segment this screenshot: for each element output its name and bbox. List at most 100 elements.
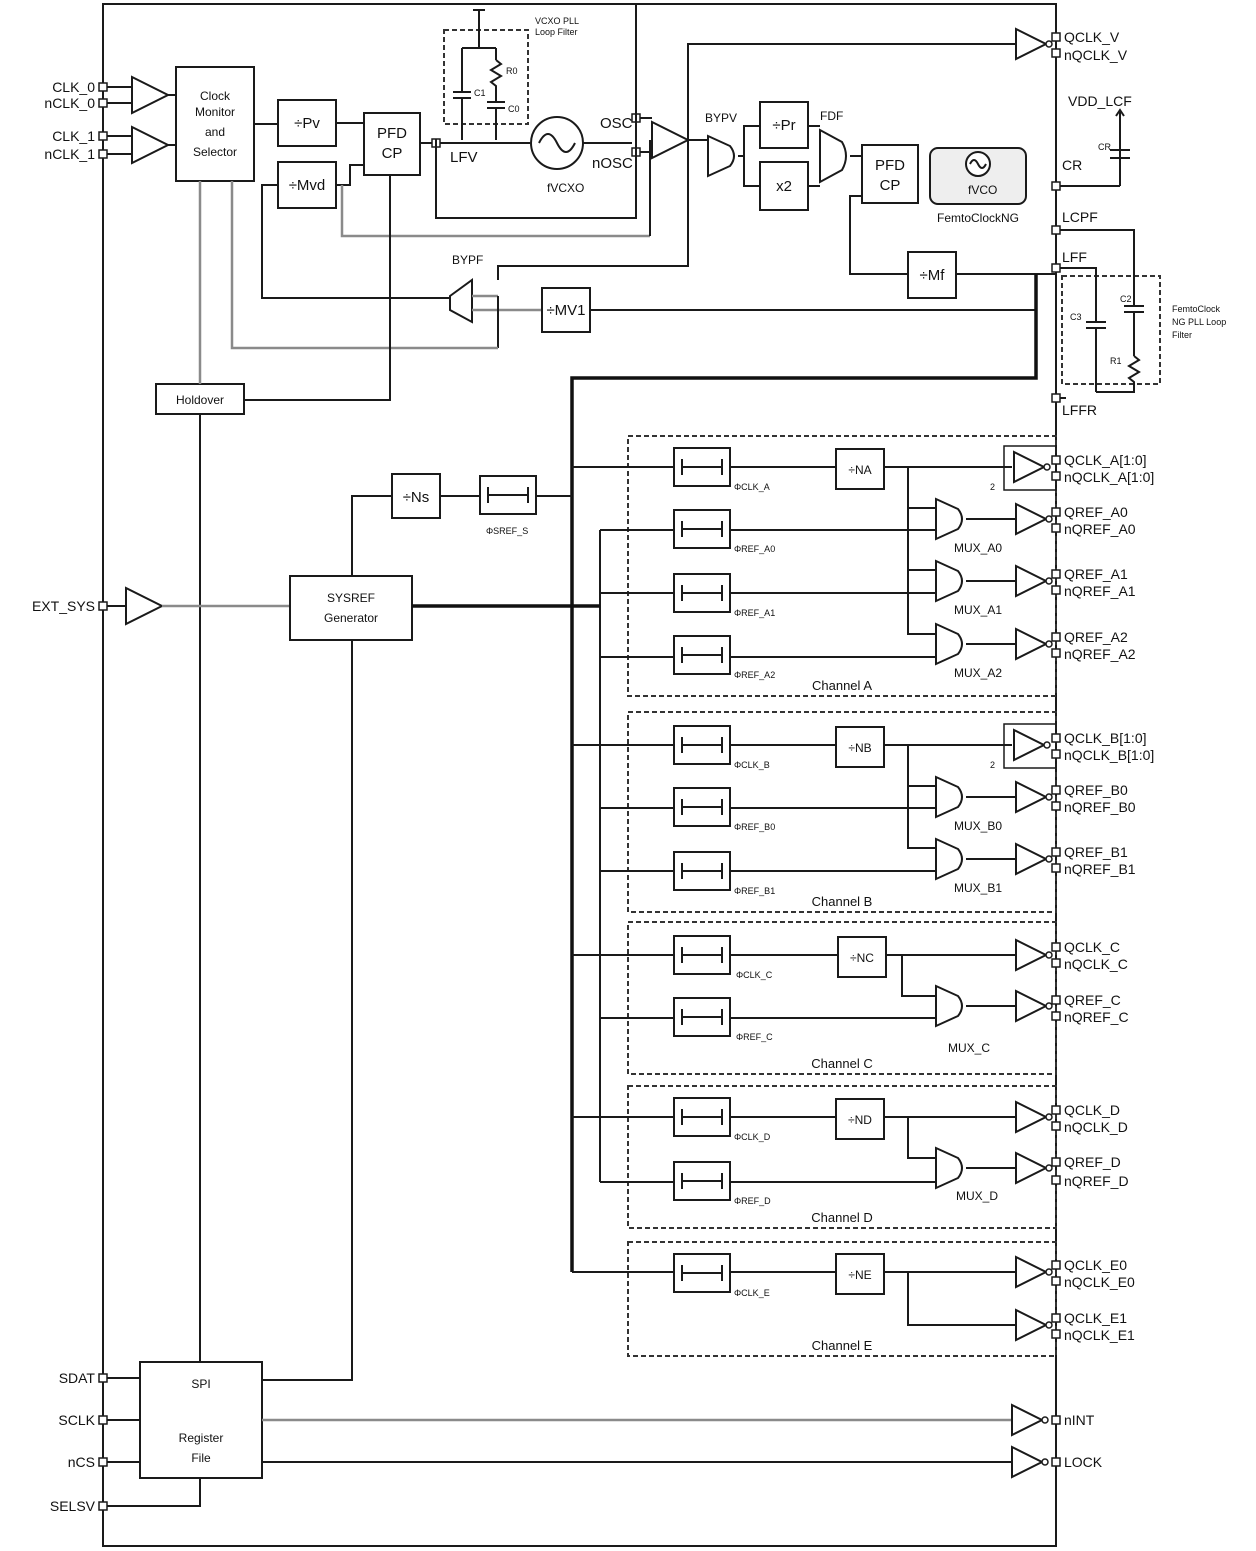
svg-text:nQREF_B1: nQREF_B1 — [1064, 861, 1136, 877]
channel-c-outputs: QCLK_C nQCLK_C QREF_C nQREF_C — [1015, 939, 1129, 1025]
svg-text:QCLK_E0: QCLK_E0 — [1064, 1257, 1127, 1273]
lfv-label: LFV — [450, 149, 478, 166]
clock-monitor-block: Clock Monitor and Selector — [175, 66, 255, 182]
svg-text:QCLK_D: QCLK_D — [1064, 1102, 1120, 1118]
svg-text:MUX_A1: MUX_A1 — [954, 603, 1002, 617]
svg-text:nQCLK_B[1:0]: nQCLK_B[1:0] — [1064, 747, 1154, 763]
svg-text:QREF_A1: QREF_A1 — [1064, 566, 1128, 582]
channel-a: Channel A ΦCLK_A ΦREF_A0 ΦREF_A1 ΦREF_A2… — [572, 435, 1057, 697]
svg-text:Loop Filter: Loop Filter — [535, 27, 578, 37]
clock-inputs: CLK_0 nCLK_0 CLK_1 nCLK_1 — [44, 76, 176, 164]
svg-text:ΦREF_D: ΦREF_D — [734, 1196, 771, 1206]
svg-text:ΦREF_B0: ΦREF_B0 — [734, 822, 775, 832]
svg-text:nQCLK_C: nQCLK_C — [1064, 956, 1128, 972]
channel-e-outputs: QCLK_E0 nQCLK_E0 QCLK_E1 nQCLK_E1 — [1015, 1256, 1135, 1343]
svg-text:ΦCLK_B: ΦCLK_B — [734, 760, 770, 770]
svg-text:÷Pv: ÷Pv — [294, 115, 320, 132]
vcxo-oscillator: fVCXO — [530, 116, 584, 195]
svg-text:QREF_B1: QREF_B1 — [1064, 844, 1128, 860]
svg-text:÷Mvd: ÷Mvd — [289, 177, 326, 194]
svg-text:CR: CR — [1098, 142, 1111, 152]
svg-text:Holdover: Holdover — [176, 393, 224, 407]
svg-text:nQREF_B0: nQREF_B0 — [1064, 799, 1136, 815]
ext-sys-input-buffer — [125, 587, 163, 625]
clk1-input-buffer — [131, 126, 169, 164]
svg-text:PFD: PFD — [377, 125, 407, 142]
svg-text:2: 2 — [990, 482, 995, 492]
svg-text:NG PLL Loop: NG PLL Loop — [1172, 317, 1226, 327]
svg-text:MUX_A0: MUX_A0 — [954, 541, 1002, 555]
svg-text:÷NC: ÷NC — [850, 951, 874, 965]
svg-text:QREF_D: QREF_D — [1064, 1154, 1121, 1170]
svg-text:nQREF_A1: nQREF_A1 — [1064, 583, 1136, 599]
svg-text:nQCLK_A[1:0]: nQCLK_A[1:0] — [1064, 469, 1154, 485]
svg-text:ΦREF_B1: ΦREF_B1 — [734, 886, 775, 896]
pin-nqclk-v: nQCLK_V — [1064, 47, 1128, 63]
svg-text:C2: C2 — [1120, 294, 1132, 304]
channel-b: Channel B ΦCLK_B ΦREF_B0 ΦREF_B1 ÷NB MUX… — [572, 711, 1057, 913]
svg-text:QREF_A2: QREF_A2 — [1064, 629, 1128, 645]
svg-text:÷Mf: ÷Mf — [920, 267, 946, 284]
svg-text:BYPV: BYPV — [705, 111, 737, 125]
svg-text:QREF_B0: QREF_B0 — [1064, 782, 1128, 798]
svg-text:SCLK: SCLK — [58, 1412, 95, 1428]
svg-text:MUX_B1: MUX_B1 — [954, 881, 1002, 895]
pin-clk1: CLK_1 — [52, 128, 95, 144]
fdf-mux: FDF — [819, 109, 847, 184]
osc-label: OSC — [600, 115, 633, 132]
pin-lock: LOCK — [1064, 1454, 1103, 1470]
holdover-block: Holdover — [155, 383, 245, 415]
svg-text:File: File — [191, 1451, 211, 1465]
svg-text:C1: C1 — [474, 88, 486, 98]
svg-text:Channel D: Channel D — [811, 1210, 872, 1225]
spi-register-file: SPI Register File — [139, 1361, 263, 1479]
svg-text:nQREF_A2: nQREF_A2 — [1064, 646, 1136, 662]
svg-text:nQREF_C: nQREF_C — [1064, 1009, 1129, 1025]
svg-text:MUX_C: MUX_C — [948, 1041, 990, 1055]
sysref-generator: SYSREF Generator — [289, 575, 413, 641]
pin-nint: nINT — [1064, 1412, 1095, 1428]
svg-text:fVCXO: fVCXO — [547, 181, 584, 195]
channel-d: Channel D ΦCLK_D ΦREF_D ÷ND MUX_D — [572, 1085, 1057, 1229]
svg-text:LCPF: LCPF — [1062, 209, 1098, 225]
svg-text:nQCLK_E1: nQCLK_E1 — [1064, 1327, 1135, 1343]
svg-text:ΦCLK_A: ΦCLK_A — [734, 482, 770, 492]
mvd-divider: ÷Mvd — [277, 161, 337, 209]
pin-nclk1: nCLK_1 — [44, 146, 95, 162]
svg-text:QREF_C: QREF_C — [1064, 992, 1121, 1008]
svg-text:ΦCLK_E: ΦCLK_E — [734, 1288, 770, 1298]
pin-nclk0: nCLK_0 — [44, 95, 95, 111]
svg-text:C3: C3 — [1070, 312, 1082, 322]
svg-text:PFD: PFD — [875, 157, 905, 174]
svg-text:FDF: FDF — [820, 109, 843, 123]
pfd-cp-femto: PFD CP — [861, 144, 919, 204]
bypf-mux: BYPF — [449, 253, 483, 324]
svg-text:CR: CR — [1062, 157, 1082, 173]
svg-text:Channel A: Channel A — [812, 678, 872, 693]
svg-text:÷NA: ÷NA — [848, 463, 871, 477]
svg-text:MUX_D: MUX_D — [956, 1189, 998, 1203]
svg-text:QCLK_A[1:0]: QCLK_A[1:0] — [1064, 452, 1147, 468]
femtoclock-loop-filter: LCPF LFF LFFR C2 C3 R1 FemtoClock NG PLL… — [1051, 209, 1226, 418]
svg-text:ΦREF_C: ΦREF_C — [736, 1032, 773, 1042]
svg-text:MUX_B0: MUX_B0 — [954, 819, 1002, 833]
svg-text:nQREF_D: nQREF_D — [1064, 1173, 1129, 1189]
svg-text:R0: R0 — [506, 66, 518, 76]
svg-text:Monitor: Monitor — [195, 105, 235, 119]
svg-text:VDD_LCF: VDD_LCF — [1068, 93, 1132, 109]
ns-divider: ÷Ns — [391, 473, 441, 519]
svg-text:and: and — [205, 125, 225, 139]
pin-clk0: CLK_0 — [52, 79, 95, 95]
qclk-v-buffer — [1015, 28, 1053, 60]
svg-text:÷Pr: ÷Pr — [772, 117, 795, 134]
x2-doubler: x2 — [759, 161, 809, 211]
svg-text:nQREF_A0: nQREF_A0 — [1064, 521, 1136, 537]
vcxo-loop-filter: VCXO PLL Loop Filter R0 C1 C0 — [443, 9, 579, 140]
pfd-cp-vcxo: PFD CP — [363, 112, 421, 176]
svg-text:Channel E: Channel E — [812, 1338, 873, 1353]
svg-text:nQCLK_E0: nQCLK_E0 — [1064, 1274, 1135, 1290]
channel-c: Channel C ΦCLK_C ΦREF_C ÷NC MUX_C — [572, 921, 1057, 1075]
channel-a-outputs: QCLK_A[1:0] nQCLK_A[1:0] QREF_A0 nQREF_A… — [1013, 451, 1154, 662]
svg-text:Channel C: Channel C — [811, 1056, 872, 1071]
svg-text:ΦREF_A1: ΦREF_A1 — [734, 608, 775, 618]
